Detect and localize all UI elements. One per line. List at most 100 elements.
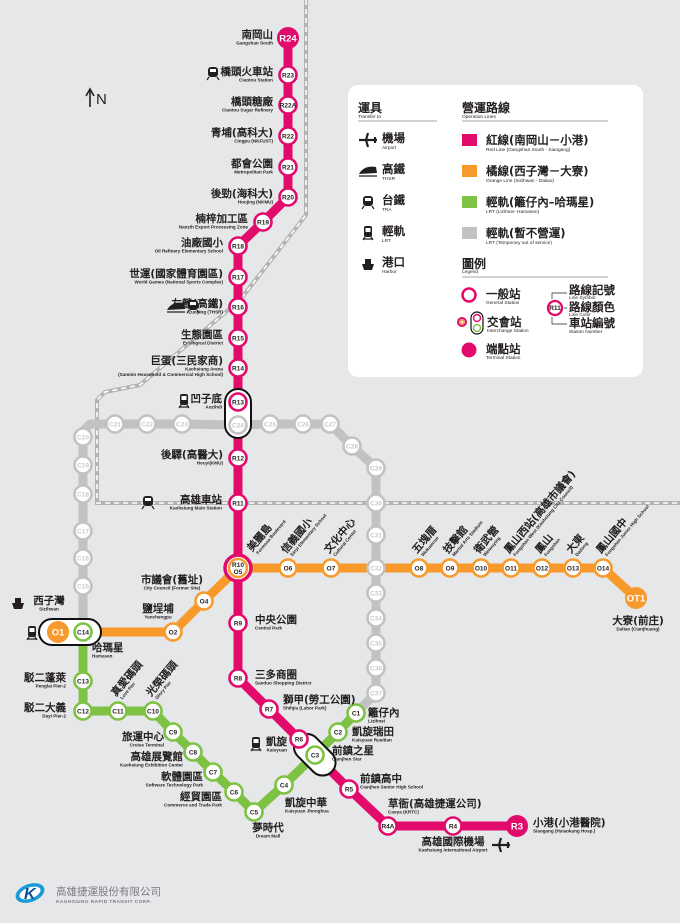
station-o8[interactable]: O8 (409, 558, 429, 578)
station-r12[interactable]: R12 (228, 448, 248, 468)
general-station-symbol (461, 287, 477, 303)
station-r20[interactable]: R20 (278, 187, 298, 207)
station-r21[interactable]: R21 (278, 157, 298, 177)
station-number-label: 車站編號 (569, 316, 615, 330)
tra-icon (186, 300, 200, 314)
station-r3[interactable]: R3 (506, 815, 528, 837)
station-name-en: Kaohsiung Arena (185, 367, 223, 372)
station-name-zh: 高雄國際機場 (422, 835, 485, 848)
station-c17[interactable]: C17 (73, 521, 93, 541)
station-code: R9 (234, 620, 243, 627)
station-o12[interactable]: O12 (532, 558, 552, 578)
station-c3[interactable]: C3 (305, 745, 325, 765)
station-r11[interactable]: R11 (228, 493, 248, 513)
station-c24[interactable]: C24 (228, 415, 248, 435)
station-o4[interactable]: O4 (194, 591, 214, 611)
station-c27[interactable]: C27 (320, 414, 340, 434)
station-r7[interactable]: R7 (259, 699, 279, 719)
station-code: C1 (352, 710, 361, 717)
station-c12[interactable]: C12 (73, 701, 93, 721)
station-r6[interactable]: R6 (289, 729, 309, 749)
station-o2[interactable]: O2 (163, 622, 183, 642)
station-c13[interactable]: C13 (73, 671, 93, 691)
station-c5[interactable]: C5 (244, 802, 264, 822)
station-c14[interactable]: C14 (73, 622, 93, 642)
station-name-en: Hamasen (92, 654, 113, 659)
station-c6[interactable]: C6 (224, 782, 244, 802)
station-c29[interactable]: C29 (366, 458, 386, 478)
station-c20[interactable]: C20 (73, 427, 93, 447)
station-c23[interactable]: C23 (172, 414, 192, 434)
station-c26[interactable]: C26 (293, 414, 313, 434)
station-r22a[interactable]: R22A (278, 95, 298, 115)
station-c18[interactable]: C18 (73, 484, 93, 504)
station-r15[interactable]: R15 (228, 328, 248, 348)
station-c32[interactable]: C32 (366, 558, 386, 578)
station-c4[interactable]: C4 (274, 775, 294, 795)
station-r22[interactable]: R22 (278, 126, 298, 146)
station-c9[interactable]: C9 (163, 722, 183, 742)
station-c31[interactable]: C31 (366, 525, 386, 545)
station-o1[interactable]: O1 (47, 621, 69, 643)
station-ot1[interactable]: OT1 (625, 587, 647, 609)
station-c1[interactable]: C1 (346, 703, 366, 723)
station-c25[interactable]: C25 (260, 414, 280, 434)
station-code: C28 (346, 443, 358, 450)
line-name: 輕軌(籬仔內–哈瑪星) (486, 195, 594, 209)
station-o14[interactable]: O14 (593, 558, 613, 578)
station-c10[interactable]: C10 (143, 701, 163, 721)
station-c11[interactable]: C11 (108, 701, 128, 721)
station-c35[interactable]: C35 (366, 633, 386, 653)
station-code: C29 (370, 465, 382, 472)
general-station-sub: General Station (486, 300, 520, 306)
station-c2[interactable]: C2 (328, 722, 348, 742)
station-o13[interactable]: O13 (563, 558, 583, 578)
station-c34[interactable]: C34 (366, 608, 386, 628)
station-o6[interactable]: O6 (278, 558, 298, 578)
station-c15[interactable]: C15 (73, 576, 93, 596)
station-o10[interactable]: O10 (471, 558, 491, 578)
station-code: C16 (77, 555, 89, 562)
station-r13[interactable]: R13 (228, 392, 248, 412)
station-r23[interactable]: R23 (278, 65, 298, 85)
station-r19[interactable]: R19 (253, 212, 273, 232)
station-c36[interactable]: C36 (366, 658, 386, 678)
station-c30[interactable]: C30 (366, 493, 386, 513)
station-r4a[interactable]: R4A (378, 816, 398, 836)
station-r24[interactable]: R24 (277, 27, 299, 49)
station-c22[interactable]: C22 (137, 414, 157, 434)
label-r3: 小港(小港醫院)Siaogang (Hsiaokang Hosp.) (532, 816, 606, 834)
station-code: C7 (209, 769, 218, 776)
station-name-zh: 獅甲(勞工公園) (282, 693, 356, 706)
station-c37[interactable]: C37 (366, 683, 386, 703)
station-r14[interactable]: R14 (228, 358, 248, 378)
station-c8[interactable]: C8 (183, 742, 203, 762)
station-r18[interactable]: R18 (228, 236, 248, 256)
station-r16[interactable]: R16 (228, 297, 248, 317)
station-o9[interactable]: O9 (440, 558, 460, 578)
station-c16[interactable]: C16 (73, 548, 93, 568)
line-name-en: Orange Line (Sizihwan - Daliao) (486, 178, 554, 184)
station-c28[interactable]: C28 (342, 436, 362, 456)
station-name-en: Dream Mall (256, 834, 281, 839)
station-code: C8 (189, 749, 198, 756)
station-c21[interactable]: C21 (105, 414, 125, 434)
station-c7[interactable]: C7 (203, 762, 223, 782)
station-r5[interactable]: R5 (339, 779, 359, 799)
station-r9[interactable]: R9 (228, 613, 248, 633)
station-r8[interactable]: R8 (228, 668, 248, 688)
station-r4[interactable]: R4 (443, 816, 463, 836)
station-o7[interactable]: O7 (321, 558, 341, 578)
station-c19[interactable]: C19 (73, 455, 93, 475)
station-name-en: Houjing (NKMU) (238, 200, 274, 205)
station-o11[interactable]: O11 (501, 558, 521, 578)
station-c33[interactable]: C33 (366, 583, 386, 603)
station-r17[interactable]: R17 (228, 267, 248, 287)
